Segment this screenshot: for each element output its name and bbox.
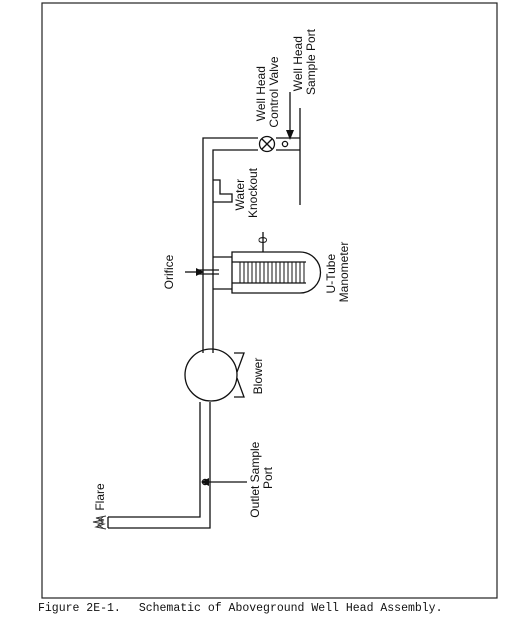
well-head-sample-port-icon	[281, 140, 289, 148]
orifice-icon	[197, 269, 219, 275]
label-manometer-zero: 0	[256, 236, 270, 243]
label-water-knockout: Water Knockout	[233, 167, 260, 218]
pipe-main	[107, 137, 300, 529]
label-well-head-sample-port: Well Head Sample Port	[291, 28, 318, 95]
label-blower: Blower	[251, 358, 265, 395]
label-orifice: Orifice	[162, 254, 176, 289]
water-knockout-icon	[213, 179, 233, 203]
blower-icon	[184, 348, 245, 402]
figure-frame	[41, 2, 498, 599]
flare-icon	[92, 515, 107, 530]
label-u-tube-manometer: U-Tube Manometer	[324, 242, 351, 303]
arrows	[185, 92, 291, 483]
label-flare: Flare	[93, 483, 107, 511]
u-tube-manometer-icon	[213, 232, 322, 294]
label-outlet-sample-port: Outlet Sample Port	[248, 438, 275, 517]
figure-title: Schematic of Aboveground Well Head Assem…	[138, 602, 443, 615]
control-valve-icon	[258, 135, 276, 153]
label-well-head-control-valve: Well Head Control Valve	[254, 56, 281, 127]
figure-caption: Figure 2E-1. Schematic of Aboveground Wel…	[38, 602, 508, 615]
figure-number: Figure 2E-1.	[38, 602, 121, 615]
